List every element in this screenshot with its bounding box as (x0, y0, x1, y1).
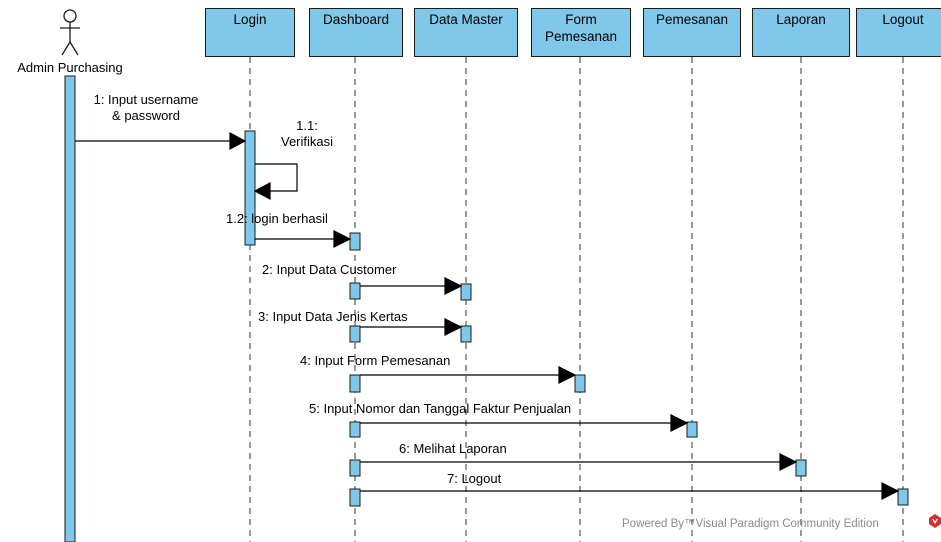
message-label-m1-1: 1.1: Verifikasi (281, 118, 333, 150)
arrow-m4 (360, 366, 577, 384)
message-label-m7: 7: Logout (447, 471, 502, 486)
arrow-m5 (360, 414, 689, 432)
activation-dashboard-5 (349, 421, 361, 438)
lifeline-login-label: Login (233, 12, 267, 27)
activation-login (244, 130, 256, 246)
activation-bars (64, 75, 909, 542)
arrow-m1-2 (255, 230, 352, 248)
arrow-m7 (360, 482, 900, 500)
message-arrows (75, 132, 900, 500)
activation-dashboard-6 (349, 459, 361, 477)
activation-dashboard-4 (349, 374, 361, 393)
message-label-m2: 2: Input Data Customer (262, 262, 397, 277)
arrow-m2 (360, 277, 463, 295)
activation-dashboard-3 (349, 325, 361, 343)
lifeline-laporan-label: Laporan (776, 12, 826, 27)
message-label-m3: 3: Input Data Jenis Kertas (258, 309, 408, 324)
visual-paradigm-logo-icon (929, 514, 941, 528)
message-label-m1-line2: & password (112, 108, 180, 123)
lifeline-login: Login (205, 8, 295, 57)
lifeline-pemesanan: Pemesanan (643, 8, 741, 57)
lifeline-data-master-label: Data Master (429, 12, 503, 27)
message-label-m1-line1: 1: Input username (93, 92, 199, 107)
lifeline-dashboard-label: Dashboard (322, 12, 390, 27)
arrow-m1 (75, 132, 247, 150)
lifeline-laporan: Laporan (752, 8, 850, 57)
message-label-m1-1-line2: Verifikasi (280, 134, 334, 149)
actor-icon (60, 9, 80, 56)
message-label-m1: 1: Input username & password (94, 92, 199, 124)
lifeline-dashboard: Dashboard (309, 8, 403, 57)
activation-dashboard-2 (349, 282, 361, 300)
lifeline-form-pemesanan-label-1: Form (565, 12, 597, 27)
message-label-m4: 4: Input Form Pemesanan (300, 353, 451, 368)
activation-dashboard-7 (349, 488, 361, 507)
activation-logout (897, 488, 909, 506)
lifeline-data-master: Data Master (414, 8, 518, 57)
message-label-m5: 5: Input Nomor dan Tanggal Faktur Penjua… (309, 401, 572, 416)
message-label-m6: 6: Melihat Laporan (399, 441, 507, 456)
message-label-m1-1-line1: 1.1: (296, 118, 318, 133)
activation-pemesanan (686, 421, 698, 438)
lifeline-pemesanan-label: Pemesanan (655, 12, 729, 27)
watermark: Powered By™Visual Paradigm Community Edi… (622, 518, 879, 530)
message-label-m1-2: 1.2: login berhasil (226, 211, 328, 226)
activation-actor (64, 75, 76, 542)
activation-laporan (795, 459, 807, 477)
lifeline-form-pemesanan-label-2: Pemesanan (544, 29, 618, 44)
activation-form-pemesanan (574, 374, 586, 393)
lifeline-form-pemesanan: Form Pemesanan (531, 8, 631, 57)
activation-data-master-1 (460, 283, 472, 301)
arrow-m1-1 (253, 163, 298, 200)
activation-data-master-2 (460, 325, 472, 343)
arrow-m3 (360, 318, 463, 336)
actor-name: Admin Purchasing (17, 60, 123, 75)
lifeline-logout: Logout (856, 8, 941, 57)
lifeline-logout-label: Logout (882, 12, 924, 27)
arrow-m6 (360, 453, 798, 471)
activation-dashboard-1 (349, 232, 361, 251)
